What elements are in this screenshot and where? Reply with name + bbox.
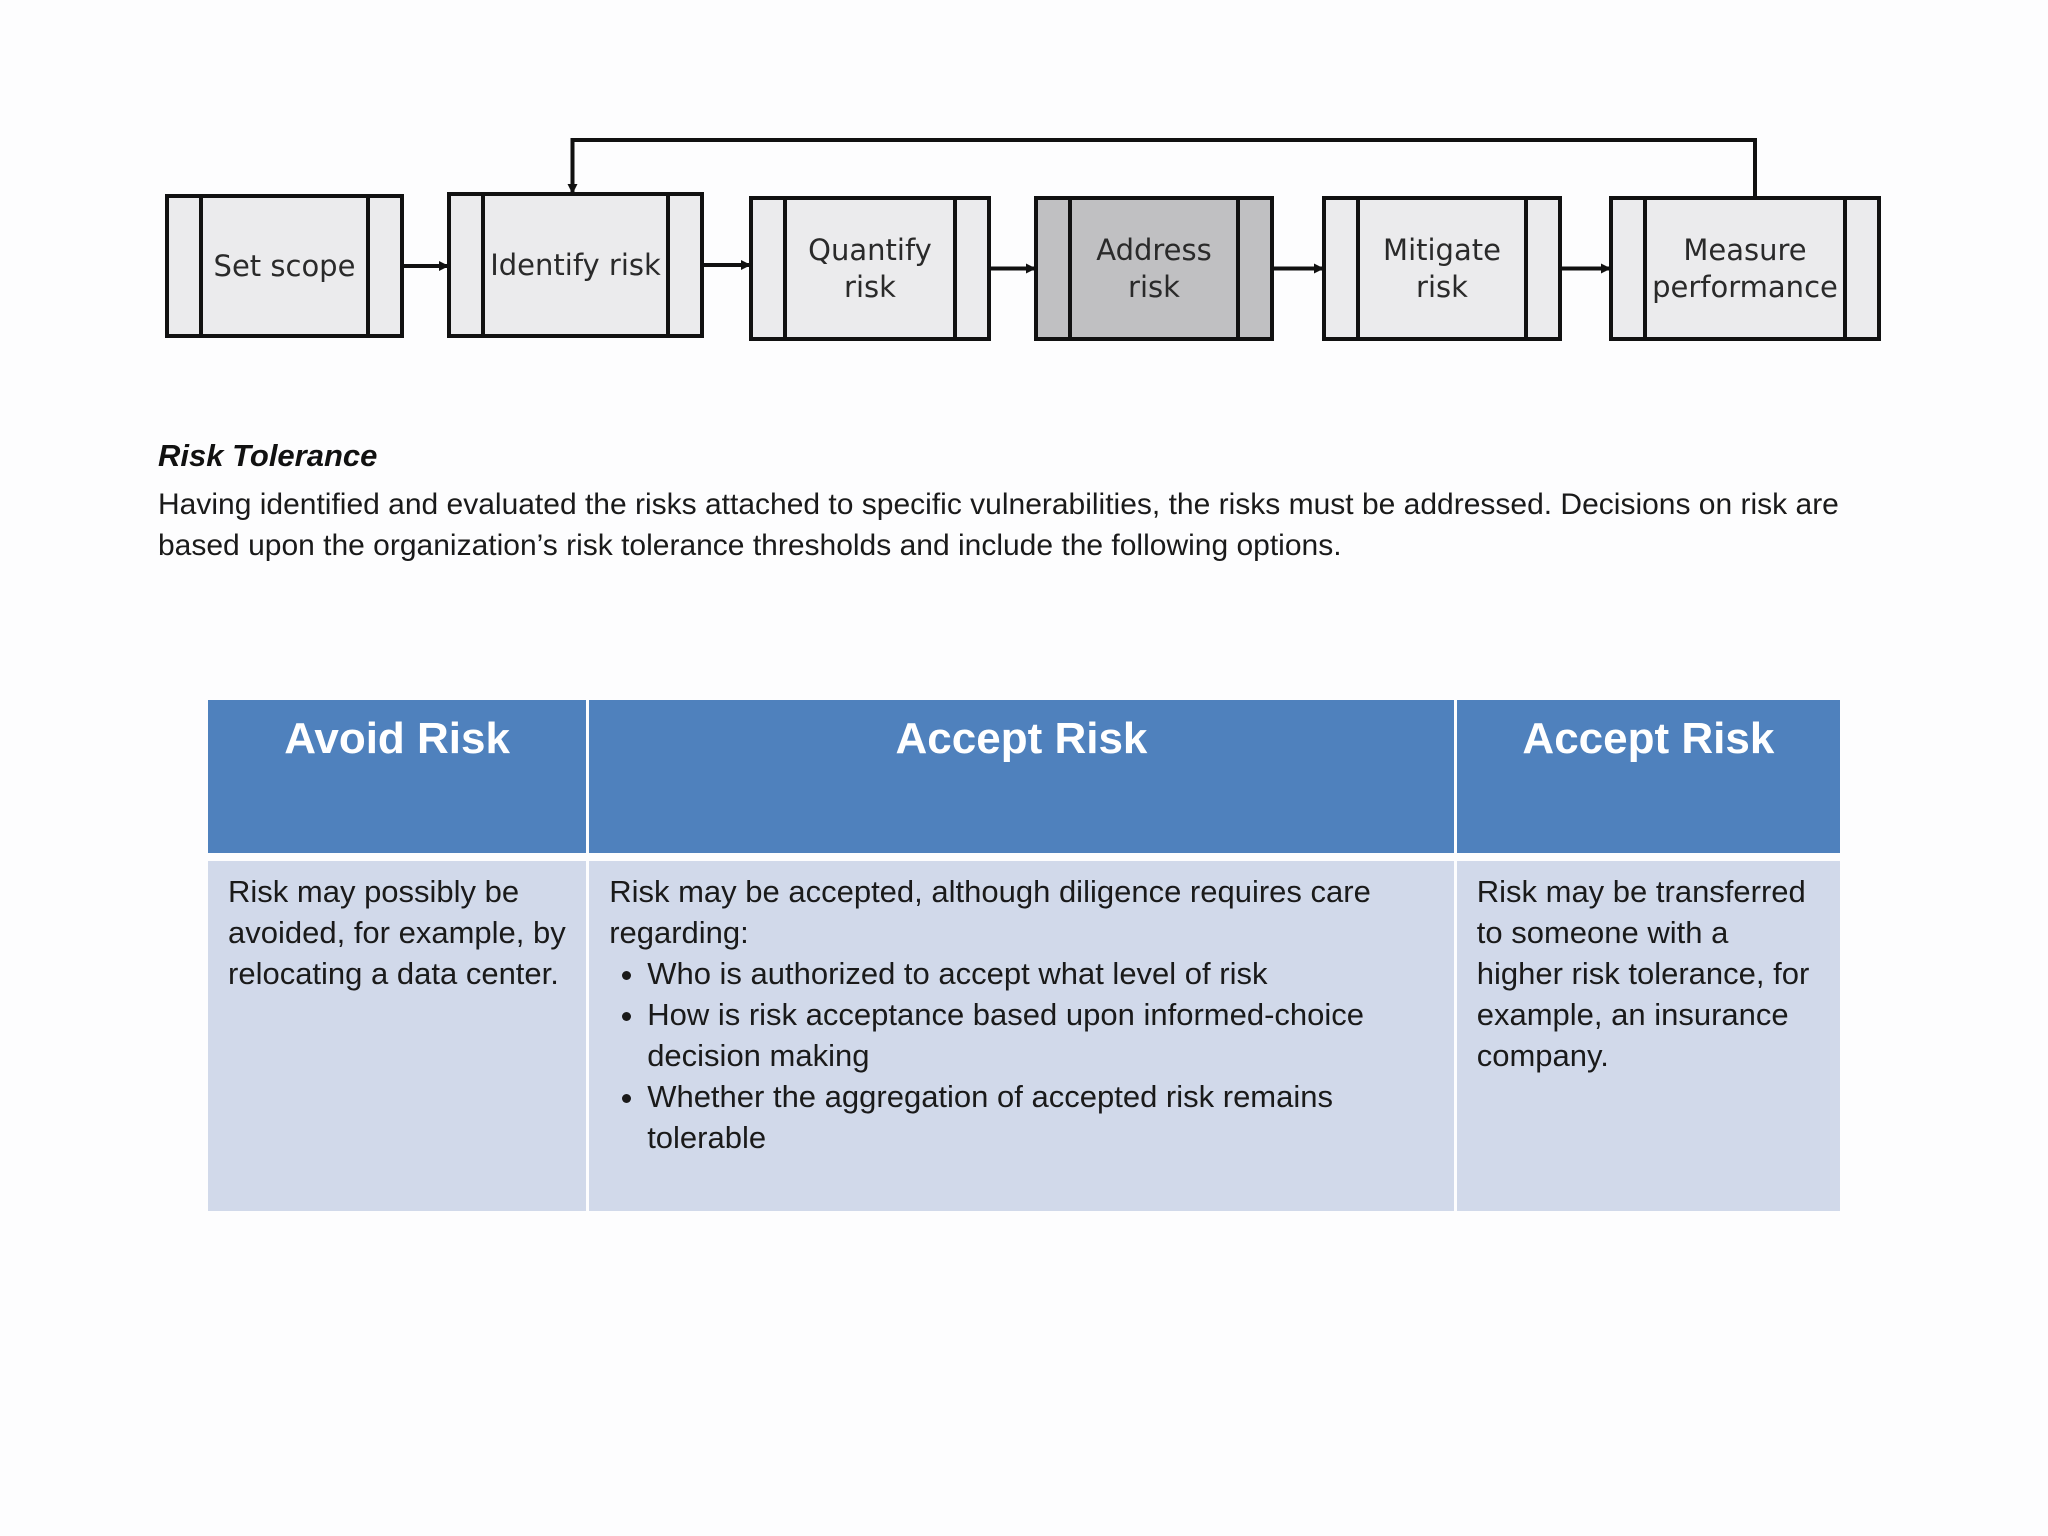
risk-tolerance-section: Risk Tolerance Having identified and eva… bbox=[158, 438, 1918, 566]
process-step-box bbox=[749, 196, 991, 341]
header-avoid-risk: Avoid Risk bbox=[208, 700, 587, 861]
process-step-box bbox=[1322, 196, 1562, 341]
bullet-item: How is risk acceptance based upon inform… bbox=[647, 994, 1434, 1076]
section-title: Risk Tolerance bbox=[158, 438, 378, 473]
table-row: Risk may possibly be avoided, for exampl… bbox=[208, 861, 1840, 1211]
transfer-risk-text: Risk may be transferred to someone with … bbox=[1476, 874, 1810, 1073]
process-step-box bbox=[165, 194, 404, 338]
header-accept-risk: Accept Risk bbox=[589, 700, 1454, 861]
accept-risk-text: Risk may be accepted, although diligence… bbox=[609, 874, 1371, 950]
risk-options-table: Avoid Risk Accept Risk Accept Risk Risk … bbox=[205, 700, 1843, 1211]
transfer-risk-cell: Risk may be transferred to someone with … bbox=[1456, 861, 1840, 1211]
process-step-label: Address risk bbox=[1096, 232, 1212, 304]
feedback-loop-arrow bbox=[567, 138, 1757, 198]
accept-risk-cell: Risk may be accepted, although diligence… bbox=[589, 861, 1454, 1211]
process-step-label: Quantify risk bbox=[808, 232, 932, 304]
process-step-box bbox=[1034, 196, 1274, 341]
avoid-risk-text: Risk may possibly be avoided, for exampl… bbox=[228, 874, 566, 991]
process-step-box bbox=[447, 192, 704, 338]
process-step-label: Measure performance bbox=[1652, 232, 1838, 304]
section-text: Having identified and evaluated the risk… bbox=[158, 488, 1839, 562]
process-step-box bbox=[1609, 196, 1881, 341]
header-transfer-risk: Accept Risk bbox=[1456, 700, 1840, 861]
process-step-label: Identify risk bbox=[490, 247, 661, 282]
table-header-row: Avoid Risk Accept Risk Accept Risk bbox=[208, 700, 1840, 861]
process-step-label: Mitigate risk bbox=[1383, 232, 1501, 304]
avoid-risk-cell: Risk may possibly be avoided, for exampl… bbox=[208, 861, 587, 1211]
risk-process-diagram bbox=[165, 138, 1881, 341]
process-step-label: Set scope bbox=[213, 248, 356, 283]
bullet-item: Who is authorized to accept what level o… bbox=[647, 953, 1434, 994]
accept-risk-bullets: Who is authorized to accept what level o… bbox=[609, 953, 1434, 1158]
bullet-item: Whether the aggregation of accepted risk… bbox=[647, 1076, 1434, 1158]
